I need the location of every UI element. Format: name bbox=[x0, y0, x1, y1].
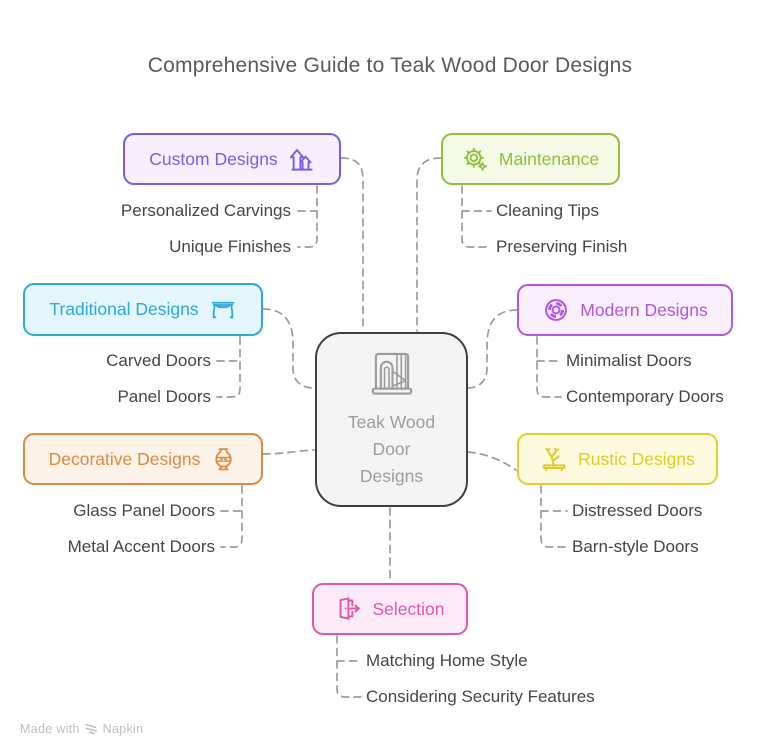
sub-item-matching-home-style: Matching Home Style bbox=[366, 651, 528, 670]
connector-maintenance-center bbox=[416, 157, 442, 332]
connector-maintenance-items bbox=[461, 185, 492, 248]
bonsai-bench-icon bbox=[540, 445, 568, 473]
branch-rustic-label: Rustic Designs bbox=[578, 448, 695, 469]
connector-selection-items bbox=[336, 635, 362, 698]
growth-arrows-icon bbox=[288, 146, 315, 173]
connector-custom-center bbox=[340, 157, 364, 332]
watermark-brand: Napkin bbox=[102, 722, 144, 736]
napkin-logo-icon bbox=[85, 723, 98, 735]
branch-selection: Selection bbox=[312, 583, 468, 635]
branch-decorative-designs: Decorative Designs bbox=[23, 433, 263, 485]
page-title: Comprehensive Guide to Teak Wood Door De… bbox=[147, 54, 633, 77]
branch-maintenance-label: Maintenance bbox=[498, 148, 600, 169]
sub-item-preserving-finish: Preserving Finish bbox=[496, 237, 628, 256]
connector-rustic-center bbox=[467, 451, 517, 471]
connector-traditional-items bbox=[216, 336, 241, 398]
branch-maintenance: Maintenance bbox=[441, 133, 620, 185]
open-door-arrow-icon bbox=[336, 596, 363, 623]
sub-item-minimalist-doors: Minimalist Doors bbox=[566, 351, 692, 370]
center-node-teak-wood-door-designs: Teak Wood Door Designs bbox=[315, 332, 468, 507]
center-node-label: Teak Wood Door Designs bbox=[347, 411, 436, 487]
branch-rustic-designs: Rustic Designs bbox=[517, 433, 718, 485]
branch-decorative-label: Decorative Designs bbox=[48, 448, 201, 469]
connector-modern-center bbox=[467, 309, 518, 389]
branch-selection-label: Selection bbox=[372, 598, 445, 619]
branch-modern-label: Modern Designs bbox=[580, 299, 708, 320]
made-with-napkin-watermark: Made with Napkin bbox=[20, 722, 143, 736]
sub-item-unique-finishes: Unique Finishes bbox=[169, 237, 291, 256]
sub-item-contemporary-doors: Contemporary Doors bbox=[566, 387, 724, 406]
sub-item-metal-accent-doors: Metal Accent Doors bbox=[67, 537, 215, 556]
sub-item-cleaning-tips: Cleaning Tips bbox=[496, 201, 600, 220]
sub-item-carved-doors: Carved Doors bbox=[106, 351, 211, 370]
connector-rustic-items bbox=[540, 485, 568, 548]
connector-decorative-items bbox=[220, 485, 243, 548]
connector-modern-items bbox=[536, 336, 562, 398]
sub-item-personalized-carvings: Personalized Carvings bbox=[120, 201, 291, 220]
connector-traditional-center bbox=[262, 308, 315, 389]
sub-item-considering-security-features: Considering Security Features bbox=[366, 687, 595, 706]
branch-custom-designs: Custom Designs bbox=[123, 133, 341, 185]
sub-item-panel-doors: Panel Doors bbox=[117, 387, 211, 406]
branch-traditional-label: Traditional Designs bbox=[49, 299, 199, 319]
branch-custom-label: Custom Designs bbox=[149, 148, 278, 169]
branch-modern-designs: Modern Designs bbox=[517, 284, 733, 336]
teak-door-icon bbox=[363, 349, 421, 401]
connector-custom-items bbox=[297, 185, 318, 248]
sub-item-barn-style-doors: Barn-style Doors bbox=[572, 537, 699, 556]
ornamental-vase-icon bbox=[210, 446, 237, 473]
antique-table-icon bbox=[209, 296, 237, 323]
branch-traditional-designs: Traditional Designs bbox=[23, 283, 263, 336]
gear-sparkle-icon bbox=[462, 146, 489, 173]
connector-decorative-center bbox=[262, 449, 315, 455]
segmented-wheel-icon bbox=[542, 296, 570, 324]
sub-item-distressed-doors: Distressed Doors bbox=[572, 501, 703, 520]
sub-item-glass-panel-doors: Glass Panel Doors bbox=[73, 501, 215, 520]
watermark-text: Made with bbox=[20, 722, 80, 736]
